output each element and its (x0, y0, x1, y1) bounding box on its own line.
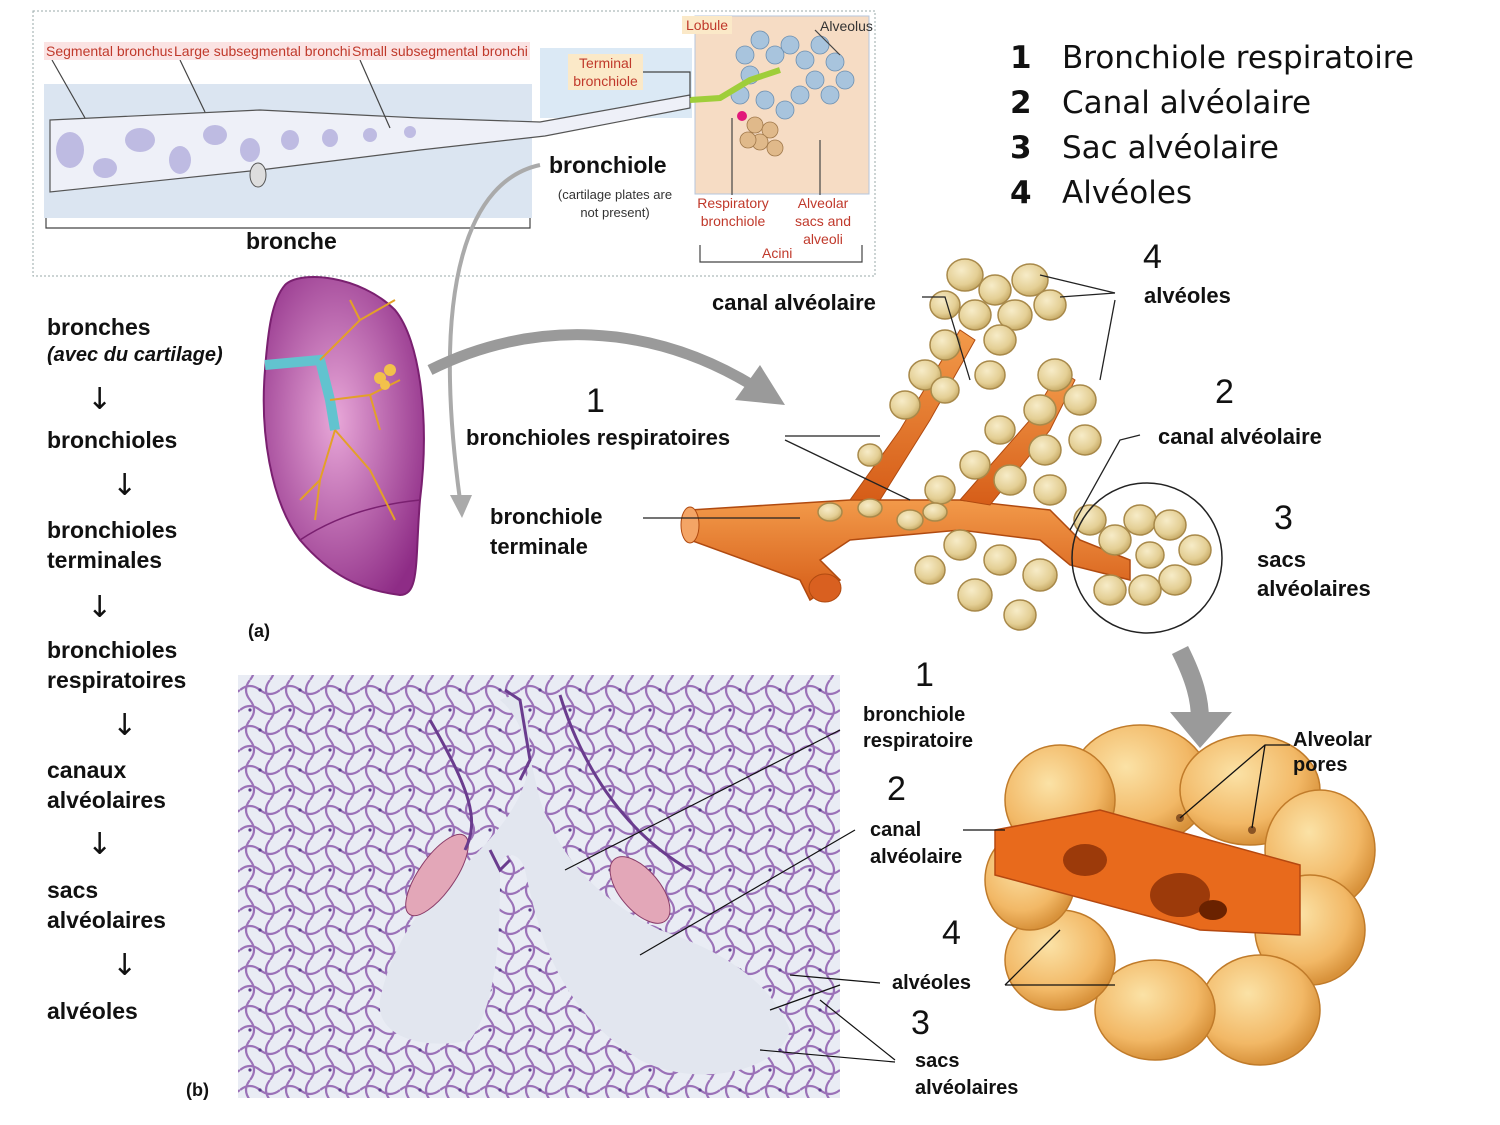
alveolar-sac-closeup (963, 724, 1376, 1066)
label-bronchiole-terminale-2: terminale (490, 534, 588, 559)
numbered-legend: 1 Bronchiole respiratoire 2 Canal alvéolai… (1010, 36, 1414, 216)
legend-number: 4 (1010, 175, 1032, 211)
label-number-2-bottom: 2 (887, 770, 906, 808)
down-arrow-icon: ↓ (112, 468, 138, 503)
flow-item-bronches: bronches (47, 314, 151, 340)
down-arrow-icon: ↓ (112, 948, 138, 983)
flow-item-canaux: canaux alvéolaires (47, 757, 166, 813)
label-large-subsegmental: Large subsegmental bronchi (172, 42, 353, 60)
label-bronchioles-respiratoires: bronchioles respiratoires (466, 425, 731, 450)
label-number-2: 2 (1215, 373, 1234, 411)
legend-number: 3 (1010, 130, 1032, 166)
legend-item: 4 Alvéoles (1010, 171, 1414, 216)
label-number-4: 4 (1143, 238, 1162, 276)
legend-text: Bronchiole respiratoire (1062, 40, 1414, 76)
down-arrow-icon: ↓ (87, 590, 113, 625)
label-canal-alveolaire-right: canal alvéolaire (1158, 424, 1322, 449)
down-arrow-icon: ↓ (87, 382, 113, 417)
legend-text: Alvéoles (1062, 175, 1193, 211)
label-alveoles-bottom: alvéoles (892, 972, 971, 994)
label-cartilage-note: (cartilage plates are not present) (557, 187, 673, 220)
down-arrow-icon: ↓ (112, 708, 138, 743)
label-bronchiole: bronchiole (549, 152, 667, 178)
label-lobule: Lobule (682, 16, 733, 34)
label-alveolar-pores-1: Alveolar (1293, 729, 1372, 751)
legend-item: 3 Sac alvéolaire (1010, 126, 1414, 171)
label-sacs-1: sacs (1257, 547, 1306, 572)
legend-item: 2 Canal alvéolaire (1010, 81, 1414, 126)
label-alveolar-sacs-en: Alveolar sacs and alveoli (794, 195, 852, 247)
flow-item-bronchioles: bronchioles (47, 427, 178, 453)
label-bronchiole-resp-2: respiratoire (863, 730, 974, 752)
label-number-4-bottom: 4 (942, 914, 961, 952)
label-sacs-bottom-2: alvéolaires (915, 1077, 1019, 1099)
label-bronchiole-resp-1: bronchiole (863, 704, 966, 726)
label-sacs-bottom-1: sacs (915, 1050, 960, 1072)
label-terminal-bronchiole: Terminal bronchiole (568, 54, 643, 90)
label-number-1-bottom: 1 (915, 656, 934, 694)
label-canal-1: canal (870, 819, 922, 841)
flow-item-cartilage: (avec du cartilage) (47, 344, 223, 366)
label-bronche: bronche (246, 228, 337, 254)
label-alveolar-pores-2: pores (1293, 754, 1348, 776)
label-alveolus: Alveolus (820, 18, 873, 34)
label-number-1: 1 (586, 382, 605, 420)
legend-item: 1 Bronchiole respiratoire (1010, 36, 1414, 81)
label-canal-2: alvéolaire (870, 846, 963, 868)
label-canal-alveolaire-top: canal alvéolaire (712, 290, 876, 315)
legend-text: Sac alvéolaire (1062, 130, 1279, 166)
label-segmental-bronchus: Segmental bronchus (44, 42, 177, 60)
label-sacs-2: alvéolaires (1257, 576, 1371, 601)
label-respiratory-bronchiole-en: Respiratory bronchiole (697, 195, 769, 229)
flow-item-respiratoires: bronchioles respiratoires (47, 637, 187, 693)
lung-illustration (262, 276, 785, 597)
label-acini: Acini (762, 245, 793, 261)
flow-item-sacs: sacs alvéolaires (47, 877, 166, 933)
panel-label-a: (a) (248, 621, 270, 641)
label-small-subsegmental: Small subsegmental bronchi (350, 42, 530, 60)
down-arrow-icon: ↓ (87, 827, 113, 862)
flow-item-alveoles: alvéoles (47, 998, 138, 1024)
legend-text: Canal alvéolaire (1062, 85, 1312, 121)
histology-micrograph (238, 675, 896, 1098)
label-number-3-bottom: 3 (911, 1004, 930, 1042)
label-bronchiole-terminale-1: bronchiole (490, 504, 603, 529)
legend-number: 1 (1010, 40, 1032, 76)
flow-item-terminales: bronchioles terminales (47, 517, 178, 573)
alveolar-tree (643, 258, 1232, 748)
label-alveoles-top: alvéoles (1144, 283, 1231, 308)
panel-label-b: (b) (186, 1080, 209, 1100)
label-number-3: 3 (1274, 499, 1293, 537)
legend-number: 2 (1010, 85, 1032, 121)
